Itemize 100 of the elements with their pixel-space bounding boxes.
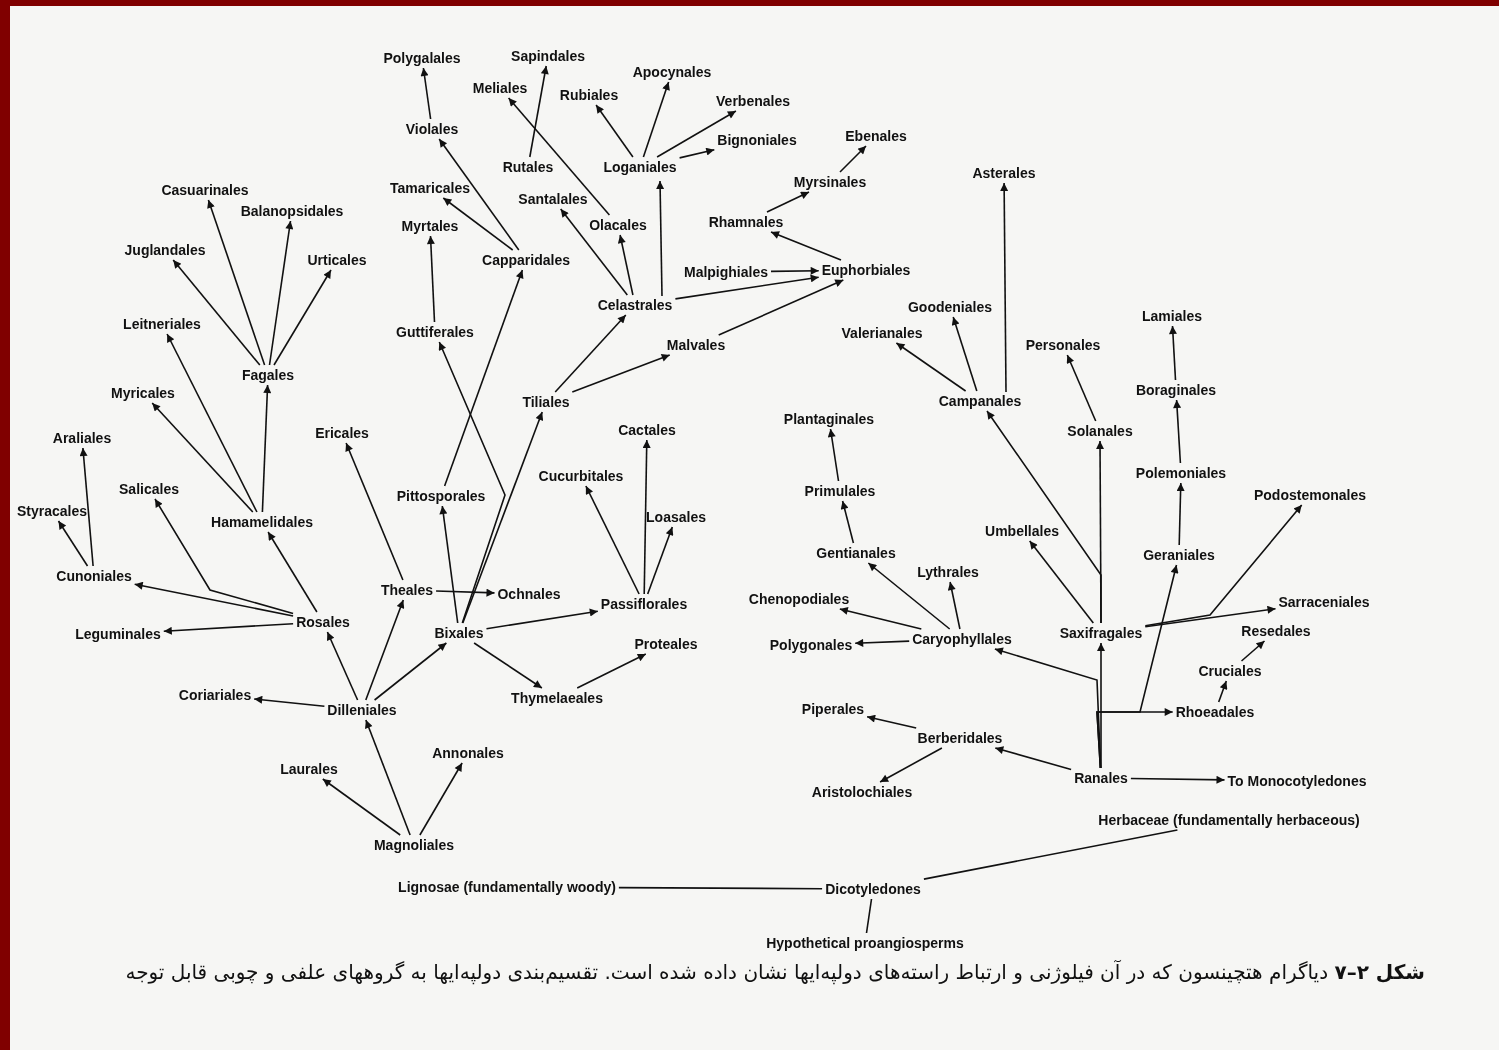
arrow	[1130, 775, 1226, 784]
arrow	[866, 714, 917, 729]
arrow	[766, 191, 810, 213]
arrow	[1217, 680, 1228, 703]
taxon-label: Ochnales	[495, 585, 563, 603]
taxon-label: Tamaricales	[388, 179, 472, 197]
taxon-label: Rubiales	[557, 86, 621, 104]
arrow	[172, 259, 261, 366]
taxon-label: Leguminales	[73, 625, 163, 643]
taxon-label: Rutales	[500, 158, 556, 176]
taxon-label: Styracales	[14, 502, 90, 520]
taxon-label: Valerianales	[839, 324, 925, 342]
arrow	[1028, 540, 1095, 624]
arrow	[322, 778, 401, 836]
arrow	[895, 342, 967, 392]
arrow	[840, 500, 855, 544]
taxon-label: Dicotyledones	[823, 880, 923, 898]
arrow	[273, 269, 332, 366]
arrow	[438, 138, 520, 251]
taxon-label: Asterales	[970, 164, 1038, 182]
connector-line	[865, 898, 873, 934]
taxon-label: Myrtales	[399, 217, 461, 235]
taxon-label: Rhoeadales	[1173, 703, 1257, 721]
arrow	[617, 234, 634, 296]
taxon-label: Proteales	[632, 635, 700, 653]
arrow	[529, 65, 549, 158]
taxon-label: Balanopsidales	[238, 202, 346, 220]
taxon-label: Malvales	[664, 336, 728, 354]
arrow	[585, 485, 640, 595]
taxon-label: Lythrales	[915, 563, 981, 581]
arrow	[1144, 504, 1303, 627]
arrow	[473, 642, 543, 689]
taxon-label: Magnoliales	[371, 836, 457, 854]
taxon-label: Thymelaeales	[509, 689, 605, 707]
taxon-label: Lignosae (fundamentally woody)	[396, 878, 618, 896]
arrow	[595, 104, 634, 158]
taxon-label: Caryophyllales	[910, 630, 1014, 648]
arrow	[1066, 354, 1097, 422]
taxon-label: Cruciales	[1196, 662, 1264, 680]
taxon-label: Euphorbiales	[819, 261, 913, 279]
arrow	[163, 622, 294, 635]
arrow	[559, 208, 629, 296]
arrow	[646, 526, 674, 595]
taxon-label: Salicales	[117, 480, 181, 498]
arrow	[57, 520, 89, 567]
taxon-label: Leitneriales	[121, 315, 203, 333]
taxon-label: Polygonales	[767, 636, 855, 654]
arrow	[674, 274, 820, 300]
arrow	[1144, 605, 1277, 628]
arrow	[827, 428, 840, 482]
arrow	[854, 638, 910, 647]
arrow	[717, 279, 845, 336]
arrow	[420, 67, 432, 120]
arrow	[79, 447, 94, 567]
taxon-label: Ericales	[313, 424, 371, 442]
connector-line	[618, 886, 823, 890]
arrow	[268, 220, 294, 366]
arrow	[1168, 325, 1177, 381]
taxon-label: Casuarinales	[159, 181, 251, 199]
taxon-label: Resedales	[1239, 622, 1313, 640]
arrow	[678, 147, 716, 159]
taxon-label: Cactales	[616, 421, 678, 439]
arrow	[1240, 640, 1266, 662]
arrow	[947, 581, 961, 630]
taxon-label: Hamamelidales	[209, 513, 315, 531]
taxon-label: Chenopodiales	[746, 590, 852, 608]
taxon-label: Goodeniales	[906, 298, 994, 316]
taxon-label: Cunoniales	[54, 567, 134, 585]
arrow	[1173, 399, 1182, 464]
arrow	[365, 719, 411, 836]
taxon-label: Bixales	[432, 624, 486, 642]
taxon-label: Boraginales	[1133, 381, 1219, 399]
taxon-label: Araliales	[50, 429, 114, 447]
arrow	[438, 341, 506, 624]
taxon-label: Campanales	[936, 392, 1024, 410]
taxon-label: Apocynales	[630, 63, 714, 81]
taxon-label: Solanales	[1065, 422, 1135, 440]
taxon-label: Myrsinales	[791, 173, 869, 191]
taxon-label: Berberidales	[915, 729, 1005, 747]
taxon-label: Fagales	[239, 366, 297, 384]
arrow	[571, 354, 671, 393]
arrow	[253, 695, 326, 707]
taxon-label: Guttiferales	[394, 323, 476, 341]
arrow	[133, 581, 294, 617]
arrow	[879, 747, 943, 783]
taxon-label: Celastrales	[595, 296, 675, 314]
taxon-label: Saxifragales	[1057, 624, 1145, 642]
connector-line	[923, 829, 1179, 880]
arrow	[439, 505, 459, 624]
arrow	[642, 439, 651, 595]
arrow	[839, 607, 923, 630]
arrow	[373, 642, 448, 701]
caption: شکل ۲–۷ دیاگرام هتچینسون که در آن فیلوژنی و ارتباط راسته‌های دولپه‌ایها نشان داده شده است. تقسیم‌بندی دولپه‌ایها به گروههای علفی و چوبی قابل توجه	[125, 960, 1425, 984]
arrow	[435, 588, 496, 597]
taxon-label: Annonales	[430, 744, 506, 762]
taxon-label: Cucurbitales	[536, 467, 626, 485]
taxon-label: Tiliales	[520, 393, 572, 411]
arrow	[267, 531, 318, 613]
arrow	[994, 746, 1072, 771]
arrow	[770, 231, 842, 261]
